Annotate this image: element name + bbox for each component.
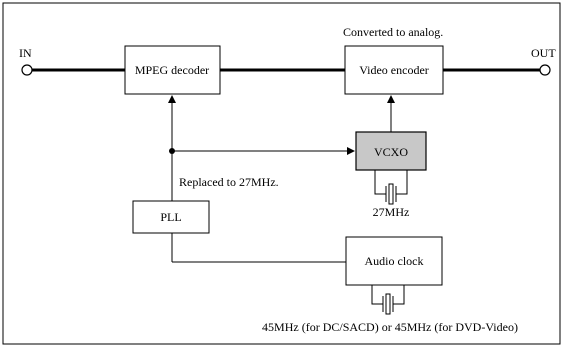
converted-to-analog-note: Converted to analog. bbox=[343, 25, 443, 39]
input-terminal bbox=[21, 64, 33, 76]
mpeg-decoder-label: MPEG decoder bbox=[135, 63, 209, 77]
pll-label: PLL bbox=[160, 210, 181, 224]
audio-crystal-icon bbox=[371, 285, 405, 315]
replaced-to-27mhz-note: Replaced to 27MHz. bbox=[179, 175, 279, 189]
audio-clock-block bbox=[345, 236, 443, 286]
vcxo-label: VCXO bbox=[374, 145, 408, 159]
vcxo-crystal-icon bbox=[374, 170, 408, 205]
output-terminal bbox=[539, 64, 551, 76]
output-label: OUT bbox=[531, 46, 556, 60]
audio-crystal-frequency: 45MHz (for DC/SACD) or 45MHz (for DVD-Vi… bbox=[262, 320, 518, 334]
audio-clock-label: Audio clock bbox=[365, 254, 424, 268]
vcxo-block bbox=[355, 131, 427, 171]
video-encoder-label: Video encoder bbox=[359, 63, 429, 77]
pll-block bbox=[132, 200, 210, 234]
input-label: IN bbox=[19, 46, 32, 60]
vcxo-crystal-frequency: 27MHz bbox=[373, 205, 410, 219]
video-encoder-block bbox=[344, 45, 444, 95]
mpeg-decoder-block bbox=[124, 45, 221, 95]
